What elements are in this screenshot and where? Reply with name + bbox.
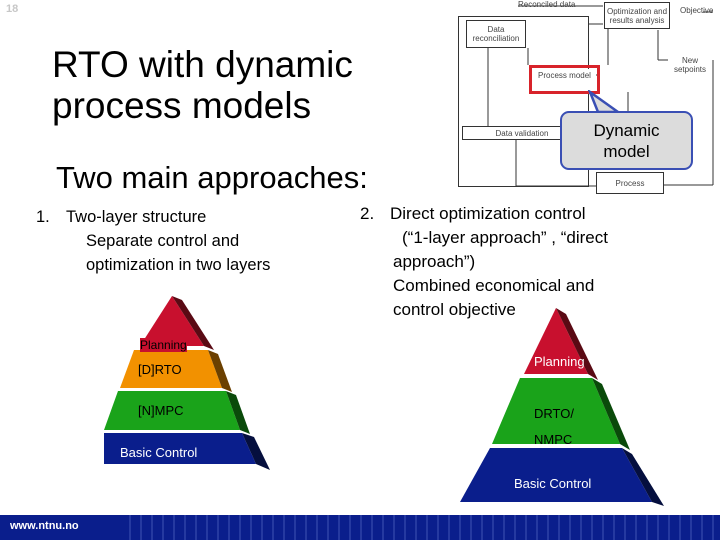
pyramid-label: NMPC xyxy=(534,432,573,447)
pyramid-label: Basic Control xyxy=(120,445,198,460)
pyramid-label: Basic Control xyxy=(514,476,592,491)
diagram-box-process: Process xyxy=(596,172,664,194)
pyramid-label: [N]MPC xyxy=(138,403,184,418)
pyramid-level-drto-nmpc xyxy=(492,378,620,444)
pyramid-level-planning xyxy=(140,296,204,346)
pyramid-level-planning xyxy=(524,308,588,374)
list-detail: Separate control and xyxy=(86,232,240,250)
diagram-label-new-setpoints: New setpoints xyxy=(673,56,707,74)
diagram-box-process-model: Process model xyxy=(533,69,596,90)
diagram-label-objective: Objective xyxy=(680,6,714,15)
diagram-box-data-reconciliation: Data reconciliation xyxy=(466,20,526,48)
pyramid-level-mpc xyxy=(104,391,240,430)
footer-pattern xyxy=(120,515,720,540)
list-number: 1. xyxy=(36,208,50,226)
slide-subtitle: Two main approaches: xyxy=(56,160,368,195)
direct-approach-pyramid-graphic xyxy=(460,308,664,506)
list-number: 2. xyxy=(360,204,375,223)
list-heading: Direct optimization control xyxy=(390,204,586,223)
two-layer-pyramid: Planning [D]RTO [N]MPC Basic Control xyxy=(104,294,274,474)
process-model-highlight xyxy=(529,65,600,94)
direct-approach-pyramid: Planning DRTO/ NMPC Basic Control xyxy=(460,306,670,506)
dynamic-model-callout: Dynamic model xyxy=(560,111,693,170)
slide-title: RTO with dynamic process models xyxy=(52,44,442,126)
pyramid-label: [D]RTO xyxy=(138,362,182,377)
title-line-1: RTO with dynamic xyxy=(52,44,353,85)
two-layer-pyramid-graphic xyxy=(104,296,270,470)
list-heading: Two-layer structure xyxy=(66,208,207,226)
slide-number: 18 xyxy=(6,3,19,15)
approach-list-item-2: 2. Direct optimization control (“1-layer… xyxy=(360,202,660,322)
diagram-label-reconciled: Reconciled data xyxy=(518,0,576,9)
callout-line-2: model xyxy=(603,142,650,161)
pyramid-level-rto xyxy=(120,350,222,388)
pyramid-label: Planning xyxy=(534,354,585,369)
pyramid-level-basic-control xyxy=(104,433,256,464)
list-detail: optimization in two layers xyxy=(86,256,271,274)
footer-bar: www.ntnu.no xyxy=(0,515,720,540)
list-detail: control objective xyxy=(393,300,516,319)
pyramid-label: Planning xyxy=(140,338,187,352)
list-detail: approach”) xyxy=(393,252,476,271)
list-detail: (“1-layer approach” , “direct xyxy=(402,228,608,247)
title-line-2: process models xyxy=(52,85,312,126)
pyramid-label: DRTO/ xyxy=(534,406,574,421)
pyramid-level-basic-control xyxy=(460,448,652,502)
footer-url: www.ntnu.no xyxy=(10,520,79,532)
diagram-box-optimization: Optimization and results analysis xyxy=(604,2,670,29)
list-detail: Combined economical and xyxy=(393,276,595,295)
approach-list-item-1: 1. Two-layer structure Separate control … xyxy=(36,205,326,277)
callout-line-1: Dynamic xyxy=(593,121,660,140)
